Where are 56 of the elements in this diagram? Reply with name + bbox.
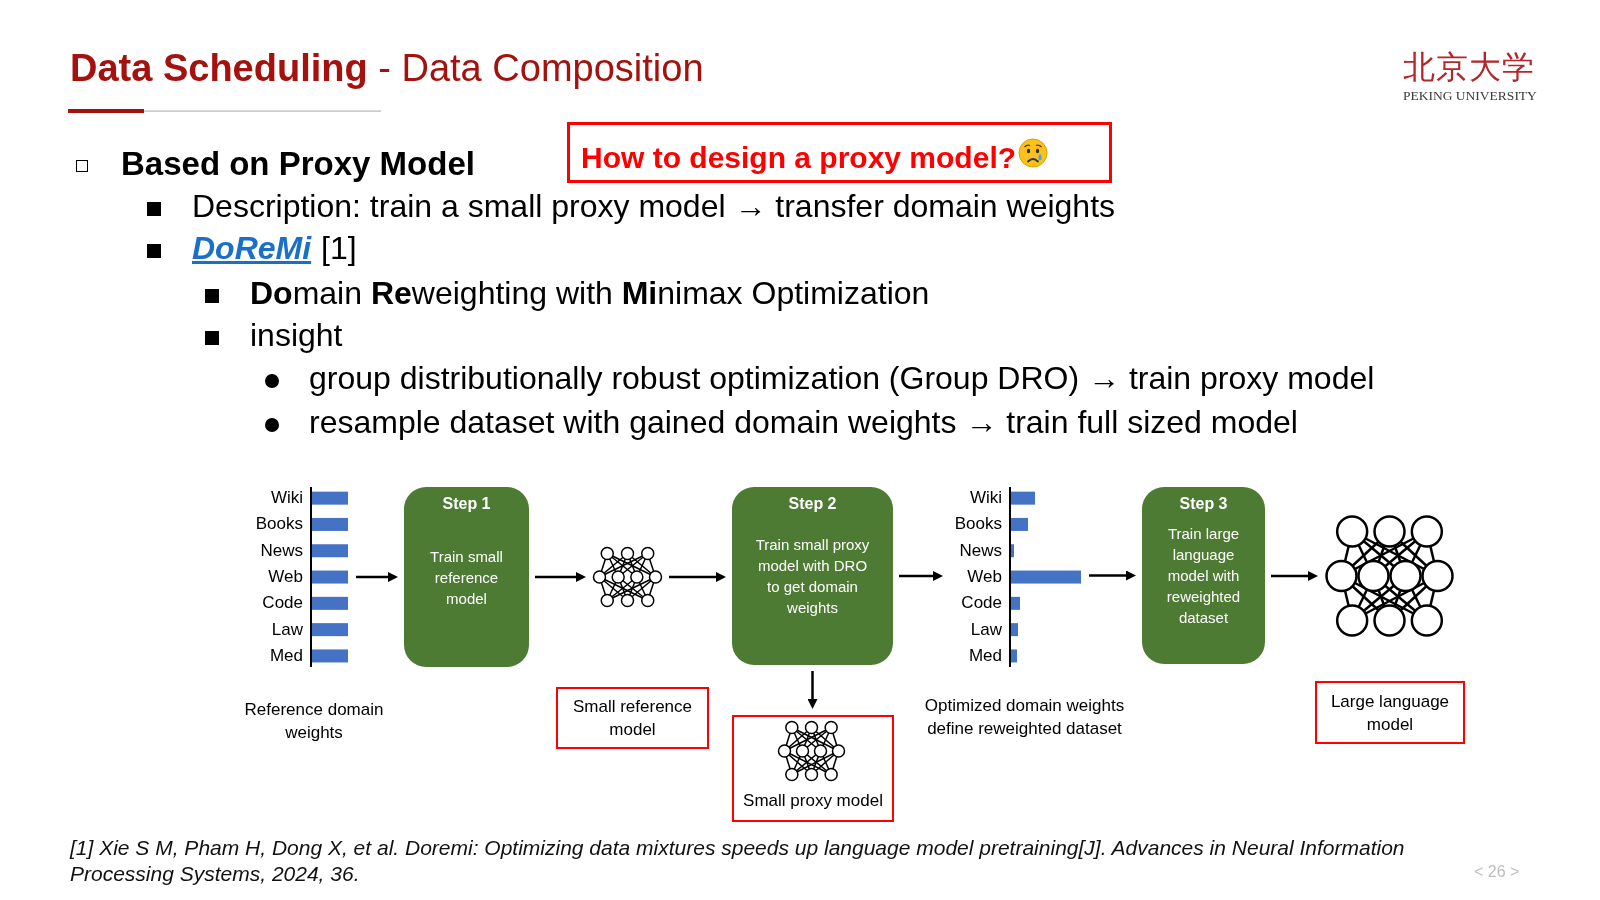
- bullet-text: Description: train a small proxy model → transfer domain weights: [192, 188, 1116, 224]
- citation-mark: [1]: [321, 230, 357, 266]
- arrow: [899, 571, 943, 581]
- category-label: Wiki: [969, 488, 1002, 509]
- bullet-heading: Based on Proxy Model: [121, 145, 475, 182]
- arrow: [1089, 570, 1136, 581]
- highlight-frame: [1315, 681, 1465, 744]
- university-name: 北京大学: [1403, 51, 1535, 83]
- step-description: Train small proxy model with DRO to get domain weights: [754, 535, 871, 618]
- bullet-text: insight: [250, 317, 343, 353]
- slide-title: Data Scheduling - Data Composition: [70, 49, 704, 87]
- caption-text: Large language model: [1329, 690, 1451, 736]
- highlight-frame: [732, 715, 894, 822]
- step-description: Train small reference model: [429, 546, 504, 609]
- category-label: Web: [967, 567, 1002, 588]
- highlight-frame: [567, 122, 1112, 183]
- arrow: [356, 572, 398, 582]
- step-title: Step 2: [788, 496, 837, 512]
- chart-caption: Optimized domain weights define reweighted dataset: [923, 695, 1126, 740]
- category-label: Code: [961, 593, 1002, 614]
- category-label: Books: [954, 514, 1002, 535]
- step-title: Step 3: [1179, 496, 1228, 512]
- process-box: [1142, 487, 1265, 664]
- neural-network-icon: [777, 720, 846, 782]
- neural-network-icon: [592, 546, 663, 608]
- arrow: [807, 671, 818, 709]
- university-name: PEKING UNIVERSITY: [1403, 89, 1537, 103]
- category-label: Law: [271, 619, 303, 640]
- arrow: [1271, 571, 1318, 581]
- category-label: Med: [269, 645, 303, 666]
- category-label: Books: [255, 514, 303, 535]
- highlight-frame: [556, 687, 709, 749]
- arrow: [535, 572, 586, 582]
- category-label: Web: [268, 567, 303, 588]
- category-label: Wiki: [270, 488, 303, 509]
- arrow: [669, 572, 726, 582]
- footnote: [1] Xie S M, Pham H, Dong X, et al. Doremi: Optimizing data mixtures speeds up language model pretraining[J]. Advances in Neural Information Processing Systems, 2024, 36.: [70, 835, 1406, 887]
- process-box: [732, 487, 893, 665]
- caption-text: Small reference model: [571, 696, 694, 741]
- link: DoReMi: [192, 230, 312, 266]
- category-label: Code: [262, 593, 303, 614]
- category-label: Med: [968, 645, 1002, 666]
- process-box: [404, 487, 529, 667]
- step-title: Step 1: [442, 496, 491, 512]
- bullet-text: resample dataset with gained domain weights → train full sized model: [309, 404, 1298, 440]
- bullet-text: group distributionally robust optimization (Group DRO) → train proxy model: [309, 360, 1375, 396]
- category-label: Law: [970, 619, 1002, 640]
- step-description: Train large language model with reweighted dataset: [1165, 524, 1242, 628]
- bullet-text: Domain Reweighting with Minimax Optimization: [250, 275, 930, 311]
- category-label: News: [260, 540, 303, 561]
- category-label: News: [959, 540, 1002, 561]
- chart-caption: Reference domain weights: [243, 699, 385, 744]
- caption-text: Small proxy model: [743, 790, 883, 812]
- neural-network-icon: [1324, 514, 1455, 638]
- question-text: How to design a proxy model?: [581, 142, 1017, 173]
- page-number: < 26 >: [1474, 864, 1520, 880]
